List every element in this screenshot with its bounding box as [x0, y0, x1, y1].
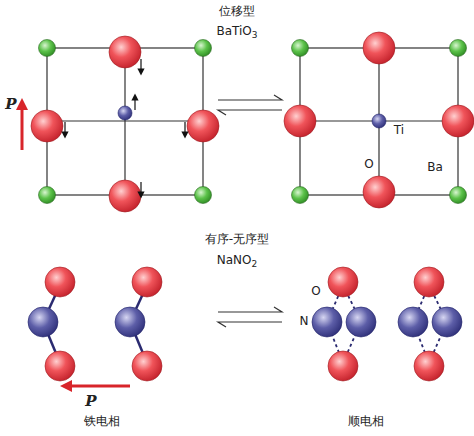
text-label: NaNO2 — [217, 254, 258, 270]
polarization-label: P — [5, 96, 16, 113]
text-label: O — [311, 285, 320, 298]
text-label: N — [300, 315, 309, 328]
polarization-label: P — [85, 393, 96, 410]
text-label: Ba — [427, 161, 443, 174]
text-label: 顺电相 — [348, 415, 384, 428]
text-label: O — [364, 158, 373, 171]
text-label: 铁电相 — [84, 415, 120, 428]
text-label: Ti — [394, 124, 404, 137]
text-label: 有序-无序型 — [205, 233, 269, 246]
text-label: 位移型 — [219, 5, 255, 18]
text-label: BaTiO3 — [216, 25, 257, 41]
